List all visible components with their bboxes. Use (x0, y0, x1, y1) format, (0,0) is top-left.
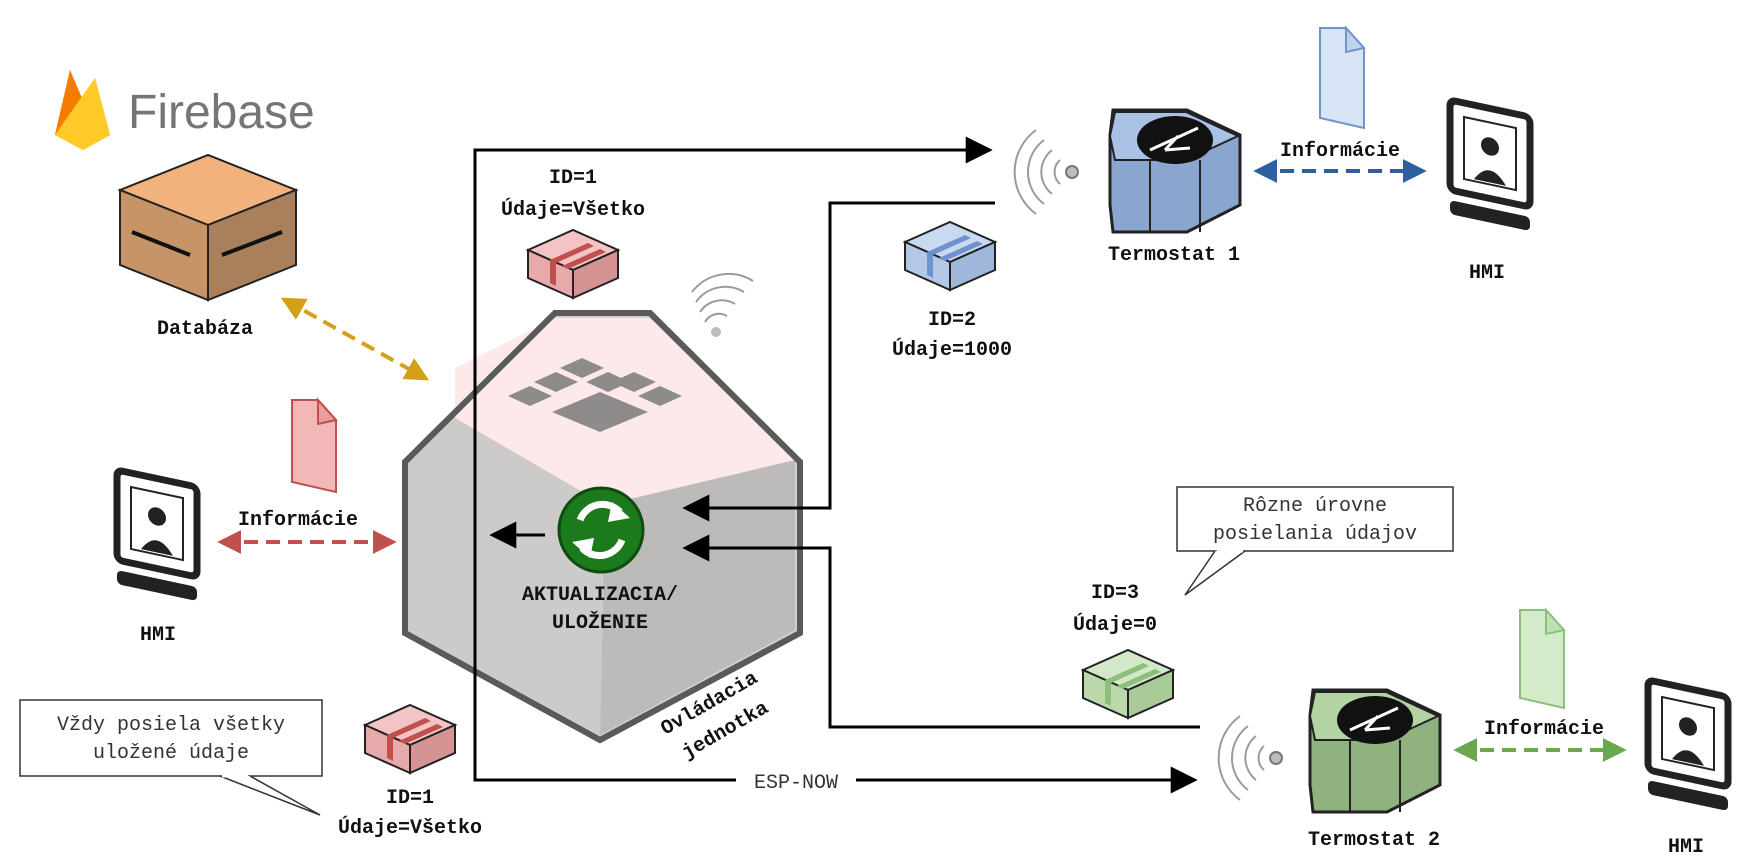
wifi-icon-thermostat2 (1217, 715, 1283, 801)
packet-bottom-data: Údaje=Všetko (338, 816, 482, 840)
document-red-icon (291, 397, 338, 494)
packet-t2-data: Údaje=0 (1073, 613, 1157, 637)
wifi-icon-thermostat1 (1013, 129, 1079, 215)
callout-left: Vždy posiela všetky uložené údaje (19, 699, 323, 816)
hmi-bottom-label: HMI (1668, 836, 1704, 856)
action-label-line1: AKTUALIZACIA/ (522, 584, 678, 607)
firebase-logo: Firebase (55, 70, 315, 150)
protocol-label: ESP-NOW (754, 772, 838, 795)
packet-top-icon (525, 228, 621, 300)
grid-app-icon (508, 358, 682, 432)
packet-bottom-id: ID=1 (386, 787, 434, 810)
hmi-top-terminal-icon (1446, 97, 1534, 231)
hmi-bottom-terminal-icon (1644, 677, 1732, 811)
callout-left-line2: uložené údaje (93, 742, 249, 765)
callout-right-line1: Rôzne úrovne (1243, 495, 1387, 518)
packet-t2-id: ID=3 (1091, 582, 1139, 605)
document-green-icon (1519, 607, 1566, 710)
callout-right-line2: posielania údajov (1213, 523, 1417, 546)
hmi-top-label: HMI (1469, 262, 1505, 285)
database-box-icon (117, 153, 299, 302)
thermostat1-label: Termostat 1 (1108, 244, 1240, 267)
packet-top-data: Údaje=Všetko (501, 198, 645, 222)
document-blue-icon (1319, 25, 1366, 130)
packet-bottom-icon (362, 703, 458, 775)
thermostat1-icon (1108, 108, 1242, 234)
action-label-line2: ULOŽENIE (552, 611, 648, 635)
packet-t1-data: Údaje=1000 (892, 338, 1012, 362)
packet-t2-icon (1080, 648, 1176, 720)
packet-t1-icon (902, 220, 998, 292)
thermostat2-label: Termostat 2 (1308, 829, 1440, 852)
database-label: Databáza (157, 318, 253, 341)
hmi-left-link-label: Informácie (238, 509, 358, 532)
packet-t1-id: ID=2 (928, 309, 976, 332)
callout-left-line1: Vždy posiela všetky (57, 714, 285, 737)
wifi-icon-control-unit (691, 272, 754, 337)
packet-top-id: ID=1 (549, 167, 597, 190)
hmi-left-terminal-icon (113, 467, 201, 601)
hmi-bottom-link-label: Informácie (1484, 718, 1604, 741)
thermostat2-icon (1308, 688, 1442, 814)
database-link-arrow (280, 297, 430, 381)
callout-right: Rôzne úrovne posielania údajov (1176, 486, 1454, 596)
hmi-left-label: HMI (140, 624, 176, 647)
control-unit-hexagon: AKTUALIZACIA/ ULOŽENIE Ovládacia jednotk… (402, 310, 803, 765)
refresh-icon (557, 486, 645, 574)
brand-name: Firebase (128, 86, 315, 139)
esp-now-wiring (473, 136, 1200, 794)
hmi-top-link-label: Informácie (1280, 140, 1400, 163)
